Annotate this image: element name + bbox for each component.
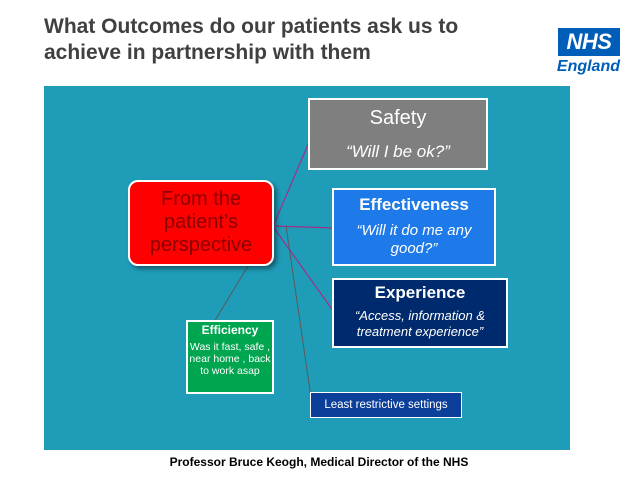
effectiveness-quote: “Will it do me any good?”	[356, 222, 472, 257]
experience-heading: Experience	[374, 283, 466, 302]
nhs-logo-mark: NHS	[558, 28, 620, 56]
efficiency-box: Efficiency Was it fast, safe , near home…	[186, 320, 274, 394]
attribution-credit: Professor Bruce Keogh, Medical Director …	[169, 455, 469, 469]
diagram-panel	[44, 86, 570, 450]
safety-box: Safety “Will I be ok?”	[308, 98, 488, 170]
effectiveness-box: Effectiveness “Will it do me any good?”	[332, 188, 496, 266]
effectiveness-heading: Effectiveness	[359, 195, 469, 214]
safety-quote: “Will I be ok?”	[346, 142, 450, 161]
nhs-england-logo: NHS England	[548, 28, 620, 80]
efficiency-quote: Was it fast, safe , near home , back to …	[189, 341, 271, 377]
safety-heading: Safety	[369, 107, 427, 129]
experience-box: Experience “Access, information & treatm…	[332, 278, 508, 348]
experience-quote: “Access, information & treatment experie…	[354, 308, 486, 339]
least-restrictive-box: Least restrictive settings	[310, 392, 462, 418]
efficiency-heading: Efficiency	[201, 323, 259, 337]
nhs-logo-region: England	[556, 58, 620, 75]
patient-perspective-box: From the patient’s perspective	[128, 180, 274, 266]
slide-title: What Outcomes do our patients ask us to …	[44, 15, 459, 64]
